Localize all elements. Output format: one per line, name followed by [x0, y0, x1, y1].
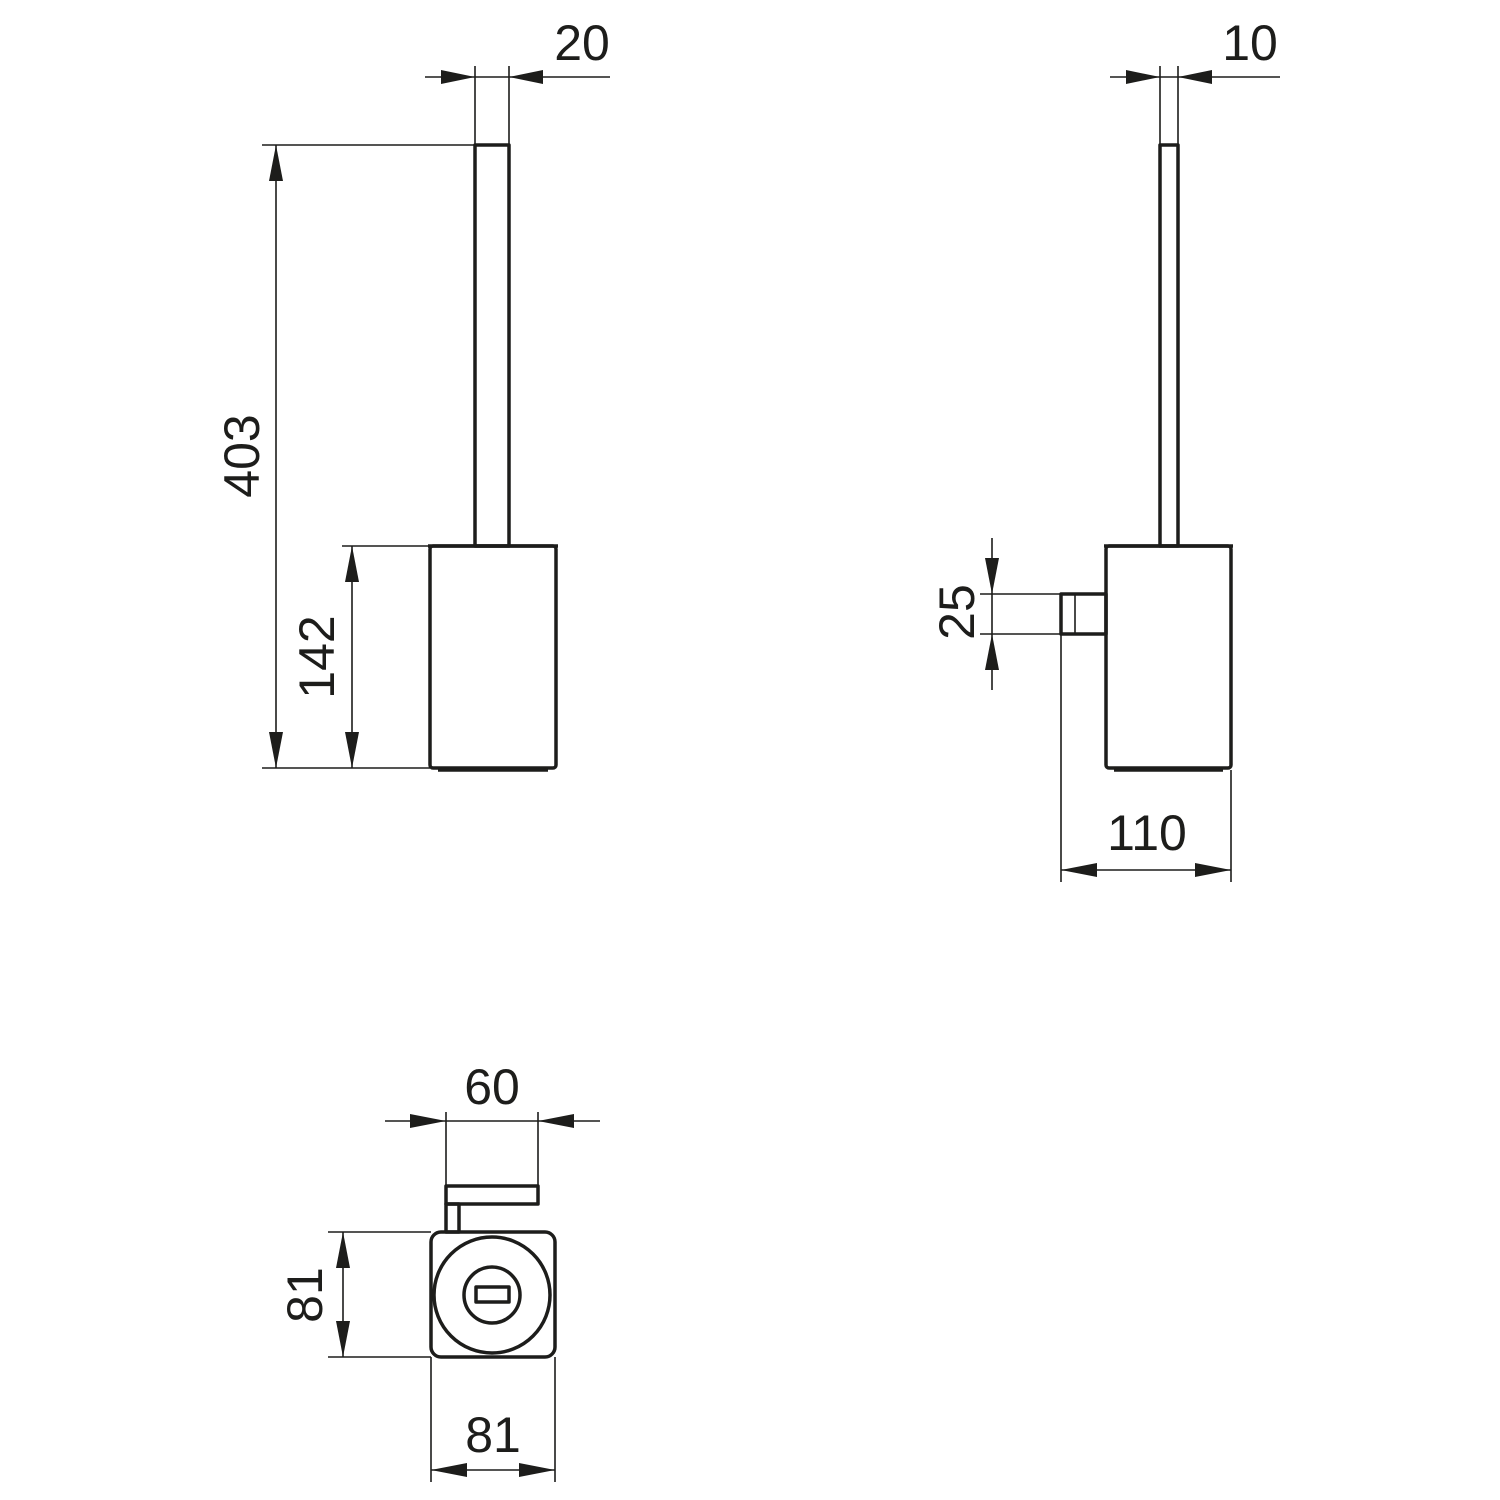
top-bracket-width-label: 60 [464, 1059, 520, 1115]
top-handle-cap [462, 1265, 522, 1325]
top-view: 60 81 81 [277, 1059, 600, 1482]
side-depth-label: 110 [1107, 805, 1187, 861]
side-mount-height-label: 25 [929, 584, 985, 640]
top-dim-holder-width: 81 [430, 1357, 556, 1482]
front-handle [473, 143, 511, 548]
top-dim-bracket-width: 60 [385, 1059, 600, 1186]
side-holder-body [1104, 544, 1233, 770]
front-holder-height-label: 142 [289, 615, 345, 698]
front-view: 20 403 142 [214, 15, 610, 772]
side-handle [1158, 143, 1180, 548]
front-dim-handle-width: 20 [425, 15, 610, 145]
top-holder-depth-label: 81 [277, 1267, 333, 1323]
front-holder-body [428, 544, 558, 770]
top-dim-holder-depth: 81 [277, 1231, 431, 1358]
front-dim-total-height: 403 [214, 144, 475, 769]
front-handle-width-label: 20 [554, 15, 610, 71]
top-holder-body [429, 1230, 557, 1359]
top-handle-slot [474, 1285, 511, 1304]
side-dim-mount-height: 25 [929, 538, 1061, 690]
top-bracket-plate [444, 1184, 540, 1206]
side-dim-depth: 110 [1060, 634, 1232, 882]
top-holder-width-label: 81 [465, 1407, 521, 1463]
top-bracket-arm [444, 1202, 461, 1234]
side-view: 10 25 110 [929, 15, 1280, 882]
top-holder-opening [432, 1235, 552, 1355]
front-total-height-label: 403 [214, 414, 270, 497]
side-handle-width-label: 10 [1222, 15, 1278, 71]
side-wall-mount [1059, 592, 1108, 636]
front-dim-holder-height: 142 [289, 545, 430, 768]
side-dim-handle-width: 10 [1110, 15, 1280, 145]
